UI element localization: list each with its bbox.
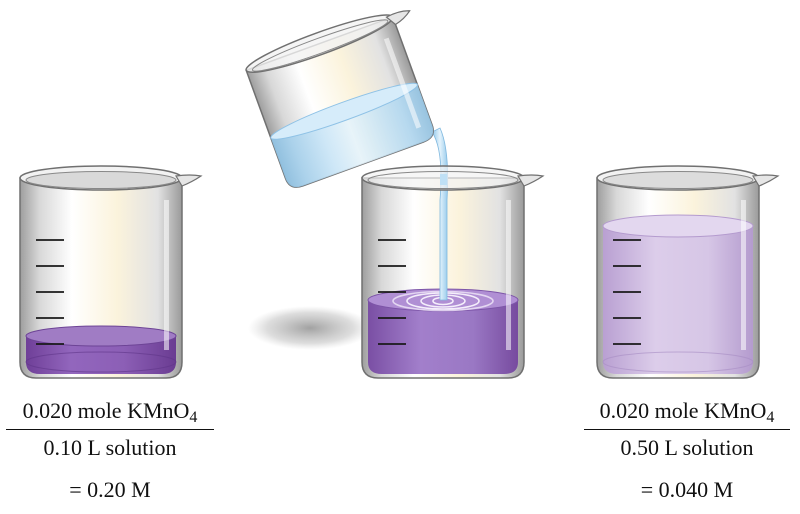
fraction-bar-right: [584, 429, 790, 430]
numerator-left: 0.020 mole KMnO4: [22, 398, 198, 426]
numerator-right: 0.020 mole KMnO4: [599, 398, 775, 426]
solution-mixing: [367, 288, 519, 374]
concentration-label-right: 0.020 mole KMnO4 0.50 L solution = 0.040…: [584, 398, 790, 503]
beaker-left: [19, 165, 203, 379]
beaker-shadow: [248, 306, 372, 350]
solution-concentrated: [25, 325, 177, 374]
graduation-marks-right: [613, 239, 641, 345]
denominator-right: 0.50 L solution: [620, 435, 754, 460]
water-in-beaker: [270, 82, 434, 188]
beaker-pouring: [245, 10, 434, 188]
result-left: = 0.20 M: [69, 477, 151, 502]
graduation-marks-middle: [378, 239, 406, 345]
result-right: = 0.040 M: [640, 477, 734, 502]
graduation-marks-left: [36, 239, 64, 345]
denominator-left: 0.10 L solution: [43, 435, 177, 460]
beaker-middle: [361, 127, 545, 379]
concentration-label-left: 0.020 mole KMnO4 0.10 L solution = 0.20 …: [6, 398, 214, 503]
beaker-right: [596, 165, 780, 379]
fraction-bar-left: [6, 429, 214, 430]
solution-dilute: [602, 214, 754, 374]
